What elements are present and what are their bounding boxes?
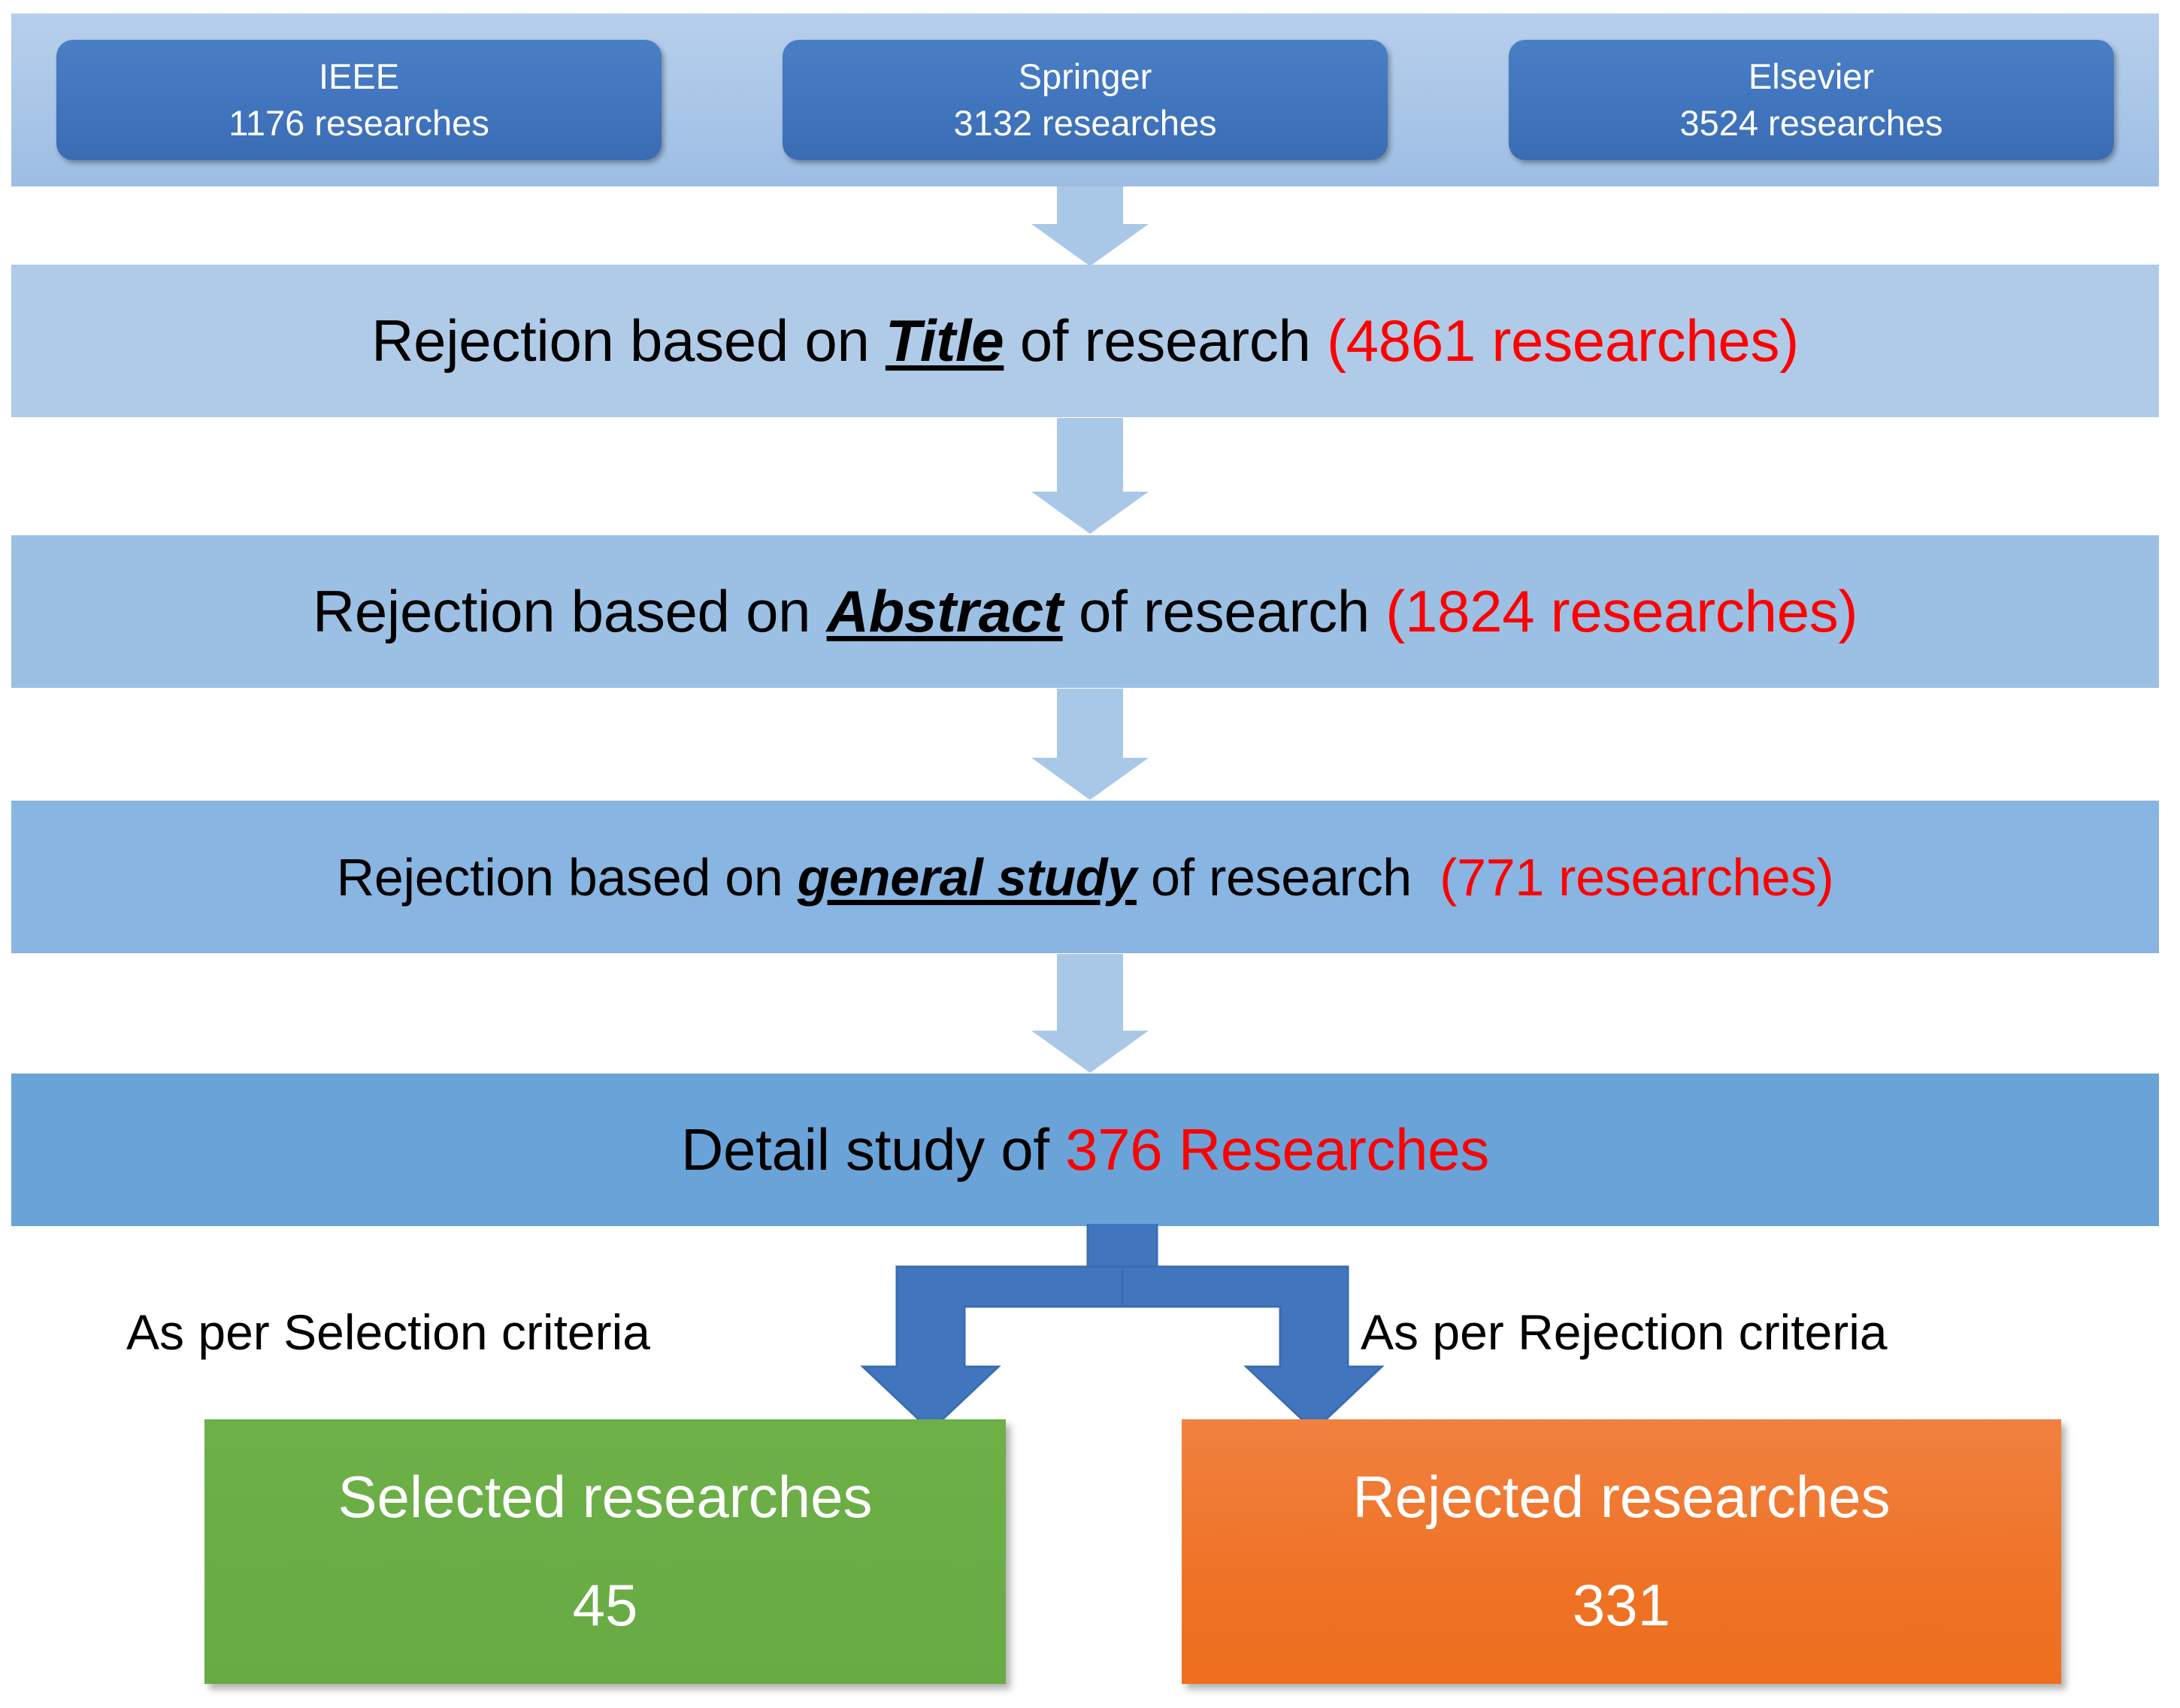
stage-count: (771 researches) <box>1440 847 1834 907</box>
result-box-selected[interactable]: Selected researches 45 <box>204 1419 1006 1684</box>
source-count: 1176 researches <box>229 103 489 143</box>
branch-left-arrow-icon <box>860 1265 1124 1433</box>
stage-prefix: Rejection based on <box>371 307 886 374</box>
stage-suffix: of research <box>1136 847 1427 907</box>
stage-suffix: of research <box>1062 578 1386 644</box>
stage-count: (4861 researches) <box>1326 307 1799 374</box>
stage-emphasis: Title <box>885 307 1004 374</box>
detail-count: 376 Researches <box>1065 1116 1489 1183</box>
stage-band-detail-study: Detail study of 376 Researches <box>11 1074 2159 1226</box>
source-name: Elsevier <box>1748 56 1875 96</box>
stage-text-title: Rejection based on Title of research (48… <box>371 307 1799 375</box>
result-box-rejected[interactable]: Rejected researches 331 <box>1182 1419 2061 1684</box>
source-box-ieee[interactable]: IEEE 1176 researches <box>56 40 662 160</box>
source-count: 3524 researches <box>1679 103 1943 143</box>
stage-band-abstract: Rejection based on Abstract of research … <box>11 535 2159 688</box>
stage-prefix: Rejection based on <box>312 578 827 644</box>
result-title: Rejected researches <box>1352 1464 1891 1531</box>
source-box-elsevier[interactable]: Elsevier 3524 researches <box>1509 40 2114 160</box>
branch-right-arrow-icon <box>1121 1265 1385 1433</box>
stage-text-abstract: Rejection based on Abstract of research … <box>313 577 1858 646</box>
stage-prefix: Rejection based on <box>336 847 798 907</box>
source-name: IEEE <box>318 56 400 96</box>
branch-connector-icon <box>860 1224 1385 1433</box>
source-band: IEEE 1176 researches Springer 3132 resea… <box>11 14 2159 186</box>
stage-text-general-study: Rejection based on general study of rese… <box>337 847 1834 907</box>
stage-emphasis: Abstract <box>826 578 1063 644</box>
stage-band-general-study: Rejection based on general study of rese… <box>11 801 2159 953</box>
detail-prefix: Detail study of <box>681 1116 1066 1183</box>
label-rejection-criteria: As per Rejection criteria <box>1361 1304 1888 1360</box>
result-title: Selected researches <box>338 1464 873 1531</box>
source-name: Springer <box>1018 56 1152 96</box>
result-number: 45 <box>572 1572 638 1638</box>
stage-band-title: Rejection based on Title of research (48… <box>11 265 2159 417</box>
stage-emphasis: general study <box>797 847 1137 907</box>
source-count: 3132 researches <box>953 103 1217 143</box>
label-selection-criteria: As per Selection criteria <box>126 1304 650 1360</box>
stage-count: (1824 researches) <box>1385 578 1858 644</box>
result-number: 331 <box>1572 1572 1671 1638</box>
stage-text-detail-study: Detail study of 376 Researches <box>681 1116 1489 1184</box>
source-box-springer[interactable]: Springer 3132 researches <box>783 40 1388 160</box>
stage-suffix: of research <box>1004 307 1327 374</box>
